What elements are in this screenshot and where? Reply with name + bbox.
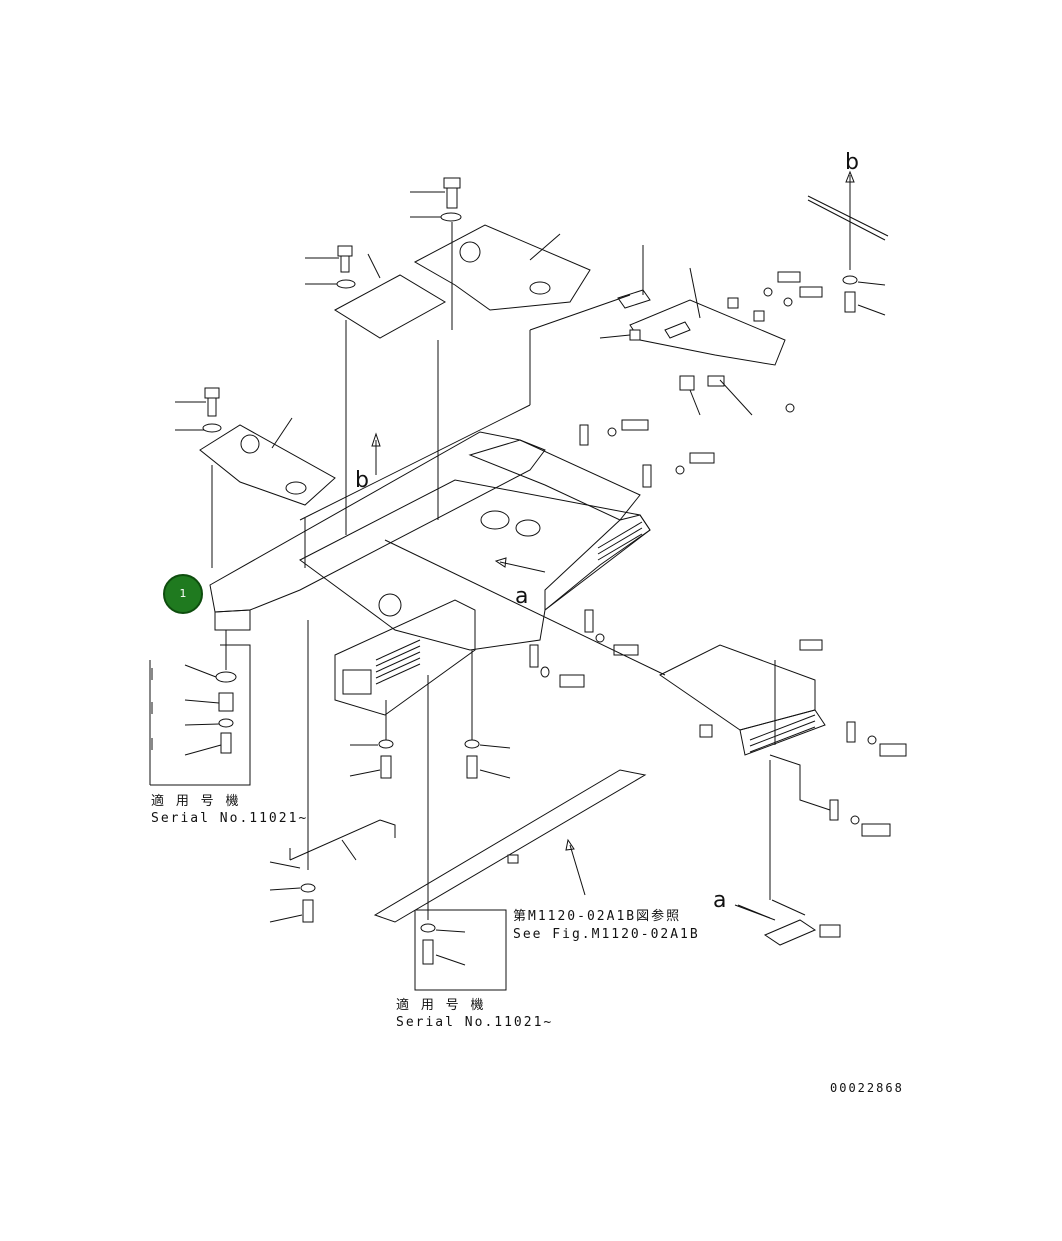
main-frame	[209, 245, 651, 651]
top-bolt	[410, 177, 462, 330]
serial-note-bottom-line1: 適 用 号 機	[396, 998, 486, 1013]
clamp-parts-right	[529, 419, 715, 688]
serial-note-bottom-line2: Serial No.11021~	[396, 1015, 554, 1030]
top-right-bracket	[807, 170, 889, 316]
center-housing	[334, 599, 476, 716]
upper-left-plate	[305, 245, 447, 535]
lower-left-rod	[269, 620, 396, 923]
view-letter-b-mid: b	[355, 468, 369, 493]
view-arrows	[371, 432, 771, 919]
center-bolts	[349, 650, 511, 779]
right-housing	[544, 514, 651, 612]
lower-rail	[373, 769, 647, 923]
callout-number-1[interactable]: 1	[163, 574, 203, 614]
left-serial-group	[149, 630, 251, 786]
view-letter-b-top: b	[845, 150, 859, 175]
serial-note-left-line1: 適 用 号 機	[151, 794, 241, 809]
callout-number-label: 1	[179, 587, 187, 600]
view-letter-a-bottom: a	[713, 888, 727, 913]
view-letter-a-mid: a	[515, 584, 529, 609]
drawing-number: 00022868	[830, 1081, 904, 1095]
serial-note-left-line2: Serial No.11021~	[151, 811, 309, 826]
reference-line1: 第M1120-02A1B図参照	[513, 909, 682, 924]
bottom-serial-group	[414, 675, 507, 991]
upper-right-bracket	[599, 267, 823, 416]
lower-right-cover	[384, 539, 907, 946]
reference-line2: See Fig.M1120-02A1B	[513, 927, 700, 942]
left-cover-plate	[175, 387, 336, 568]
top-cover-plate	[413, 224, 591, 311]
